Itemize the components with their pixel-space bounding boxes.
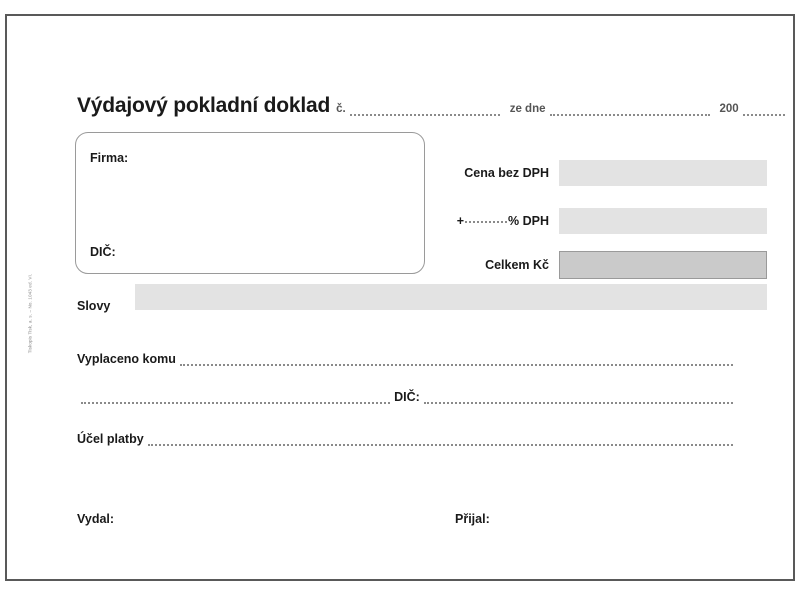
recipient-vat-label: DIČ:	[394, 390, 420, 404]
amount-in-words-field[interactable]	[135, 284, 767, 310]
voucher-frame: Výdajový pokladní doklad č. ze dne 200 F…	[5, 14, 795, 581]
amount-row-total: Celkem Kč	[427, 250, 767, 280]
paid-to-row: Vyplaceno komu	[77, 352, 737, 370]
page-title: Výdajový pokladní doklad	[77, 94, 331, 117]
amount-label-net: Cena bez DPH	[464, 166, 549, 180]
amount-row-vat: + % DPH	[427, 206, 767, 236]
recipient-vat-input-right[interactable]	[423, 401, 734, 404]
amount-row-net: Cena bez DPH	[427, 158, 767, 188]
document-date-label: ze dne	[509, 103, 546, 115]
document-date-input[interactable]	[549, 113, 710, 116]
paid-to-label: Vyplaceno komu	[77, 352, 176, 366]
payment-purpose-row: Účel platby	[77, 432, 737, 450]
amount-field-net[interactable]	[559, 160, 767, 186]
issued-by-label: Vydal:	[77, 512, 115, 526]
amount-label-vat-suffix: % DPH	[508, 214, 549, 228]
company-label: Firma:	[90, 151, 129, 165]
document-year-input[interactable]	[742, 113, 785, 116]
amount-label-total: Celkem Kč	[485, 258, 549, 272]
payment-purpose-input[interactable]	[147, 443, 733, 446]
recipient-vat-row: DIČ:	[77, 390, 737, 408]
header-row: Výdajový pokladní doklad č. ze dne 200	[77, 94, 785, 120]
received-by-label: Přijal:	[455, 512, 490, 526]
amount-field-total[interactable]	[559, 251, 767, 279]
document-number-label: č.	[336, 103, 346, 115]
amount-in-words-label: Slovy	[77, 299, 111, 313]
paid-to-input[interactable]	[179, 363, 733, 366]
publisher-imprint: Tiskopis Tisk, a. s. – No. 1043 ed. VI.	[27, 273, 33, 354]
payment-purpose-label: Účel platby	[77, 432, 144, 446]
document-number-input[interactable]	[349, 113, 500, 116]
company-box[interactable]: Firma: DIČ:	[75, 132, 425, 274]
amount-field-vat[interactable]	[559, 208, 767, 234]
company-vat-id-label: DIČ:	[90, 245, 116, 259]
document-year-prefix: 200	[719, 103, 739, 115]
amount-label-vat: + % DPH	[427, 214, 559, 228]
amount-label-vat-prefix: +	[456, 214, 465, 228]
recipient-vat-input-left[interactable]	[81, 401, 391, 404]
vat-rate-input[interactable]	[465, 221, 508, 223]
